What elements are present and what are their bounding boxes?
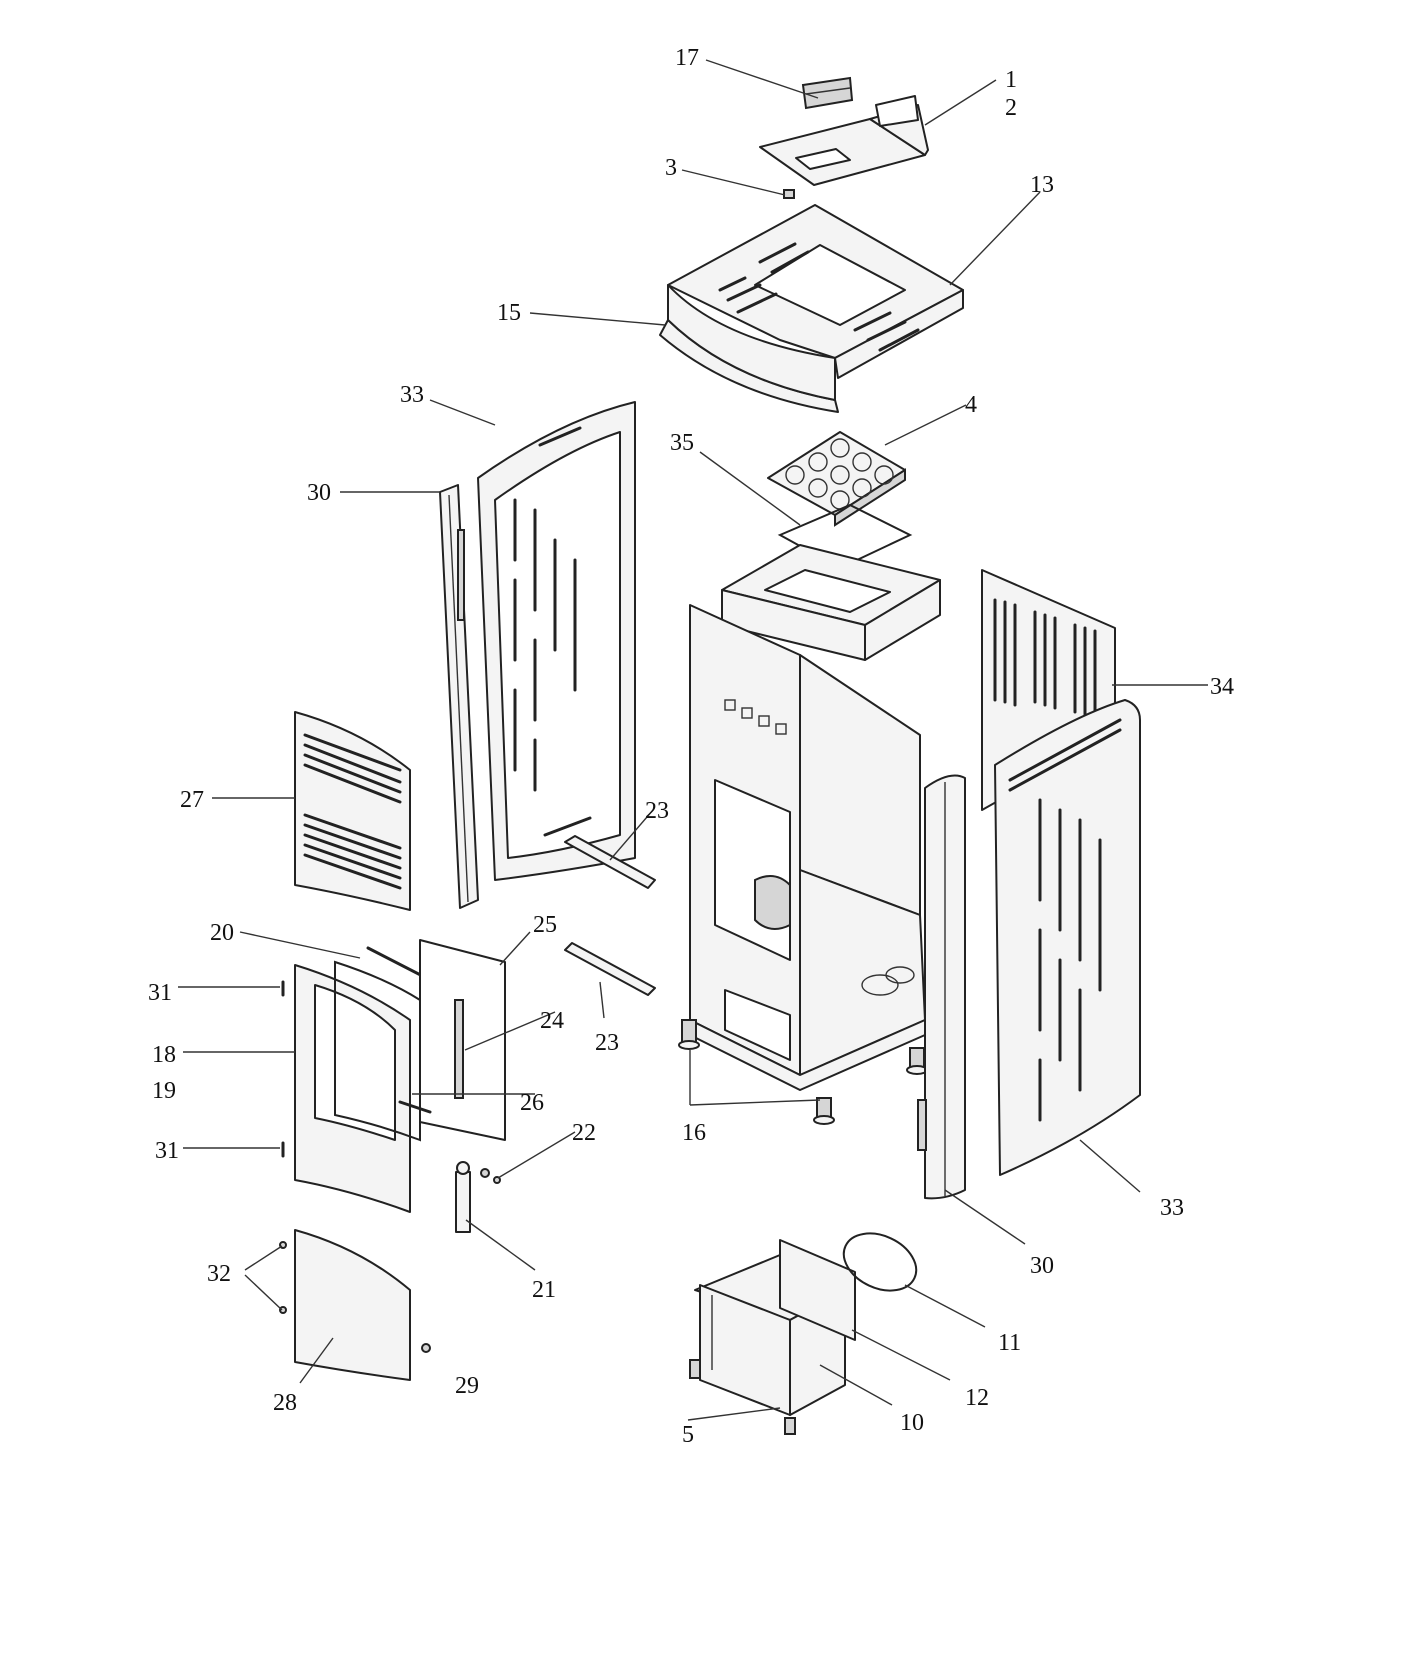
callout-26: 26 bbox=[520, 1090, 544, 1116]
drawer-gasket-11 bbox=[842, 1232, 918, 1292]
screw-3 bbox=[783, 189, 795, 199]
front-grille-27 bbox=[294, 711, 411, 911]
drawer-panel-12 bbox=[779, 1239, 856, 1341]
screws-32 bbox=[279, 1241, 287, 1314]
callout-30-right: 30 bbox=[1030, 1253, 1054, 1279]
screws-22 bbox=[480, 1168, 501, 1184]
burn-grate-4 bbox=[767, 431, 906, 527]
left-side-panel-33 bbox=[477, 401, 636, 881]
right-corner-profile-30 bbox=[917, 774, 966, 1200]
callout-33-left: 33 bbox=[400, 382, 424, 408]
front-trim-15 bbox=[659, 284, 839, 413]
callout-31-lower: 31 bbox=[155, 1138, 179, 1164]
callout-4: 4 bbox=[965, 392, 977, 418]
lower-front-panel-28 bbox=[294, 1229, 411, 1381]
top-cover-13 bbox=[667, 204, 964, 379]
latches-5 bbox=[689, 1359, 796, 1435]
callout-15: 15 bbox=[497, 300, 521, 326]
callout-27: 27 bbox=[180, 787, 204, 813]
callout-10: 10 bbox=[900, 1410, 924, 1436]
callout-34: 34 bbox=[1210, 674, 1234, 700]
right-side-panel-33 bbox=[994, 699, 1141, 1176]
left-corner-profile-30 bbox=[439, 484, 479, 909]
door-frame-18 bbox=[294, 964, 411, 1213]
callout-21: 21 bbox=[532, 1277, 556, 1303]
callout-3: 3 bbox=[665, 155, 677, 181]
callout-1: 1 bbox=[1005, 67, 1017, 93]
callout-22: 22 bbox=[572, 1120, 596, 1146]
rail-23-upper bbox=[564, 835, 656, 889]
callout-25: 25 bbox=[533, 912, 557, 938]
callout-5: 5 bbox=[682, 1422, 694, 1448]
callout-24: 24 bbox=[540, 1008, 564, 1034]
callout-30-left: 30 bbox=[307, 480, 331, 506]
callout-17: 17 bbox=[675, 45, 699, 71]
callout-23-upper: 23 bbox=[645, 798, 669, 824]
callout-23-lower: 23 bbox=[595, 1030, 619, 1056]
callout-31-upper: 31 bbox=[148, 980, 172, 1006]
stove-main-body bbox=[689, 544, 941, 1091]
display-module-17 bbox=[801, 76, 854, 110]
callout-12: 12 bbox=[965, 1385, 989, 1411]
control-panel-cover bbox=[759, 95, 929, 186]
leader-lines bbox=[178, 59, 1208, 1421]
callout-32: 32 bbox=[207, 1261, 231, 1287]
callout-13: 13 bbox=[1030, 172, 1054, 198]
callout-16: 16 bbox=[682, 1120, 706, 1146]
callout-18: 18 bbox=[152, 1042, 176, 1068]
callout-20: 20 bbox=[210, 920, 234, 946]
callout-35: 35 bbox=[670, 430, 694, 456]
callout-19: 19 bbox=[152, 1078, 176, 1104]
rail-23-lower bbox=[564, 942, 656, 996]
handle-21 bbox=[455, 1161, 471, 1233]
callout-11: 11 bbox=[998, 1330, 1021, 1356]
screw-29 bbox=[421, 1343, 431, 1353]
callout-33-right: 33 bbox=[1160, 1195, 1184, 1221]
callout-2: 2 bbox=[1005, 95, 1017, 121]
callout-28: 28 bbox=[273, 1390, 297, 1416]
adjustable-feet-16 bbox=[678, 1019, 928, 1125]
callout-labels: 17 1 2 3 13 15 33 4 35 30 34 27 23 20 25… bbox=[148, 45, 1234, 1448]
glass-clip-24 bbox=[454, 999, 464, 1099]
callout-29: 29 bbox=[455, 1373, 479, 1399]
latch-26 bbox=[398, 1100, 432, 1114]
